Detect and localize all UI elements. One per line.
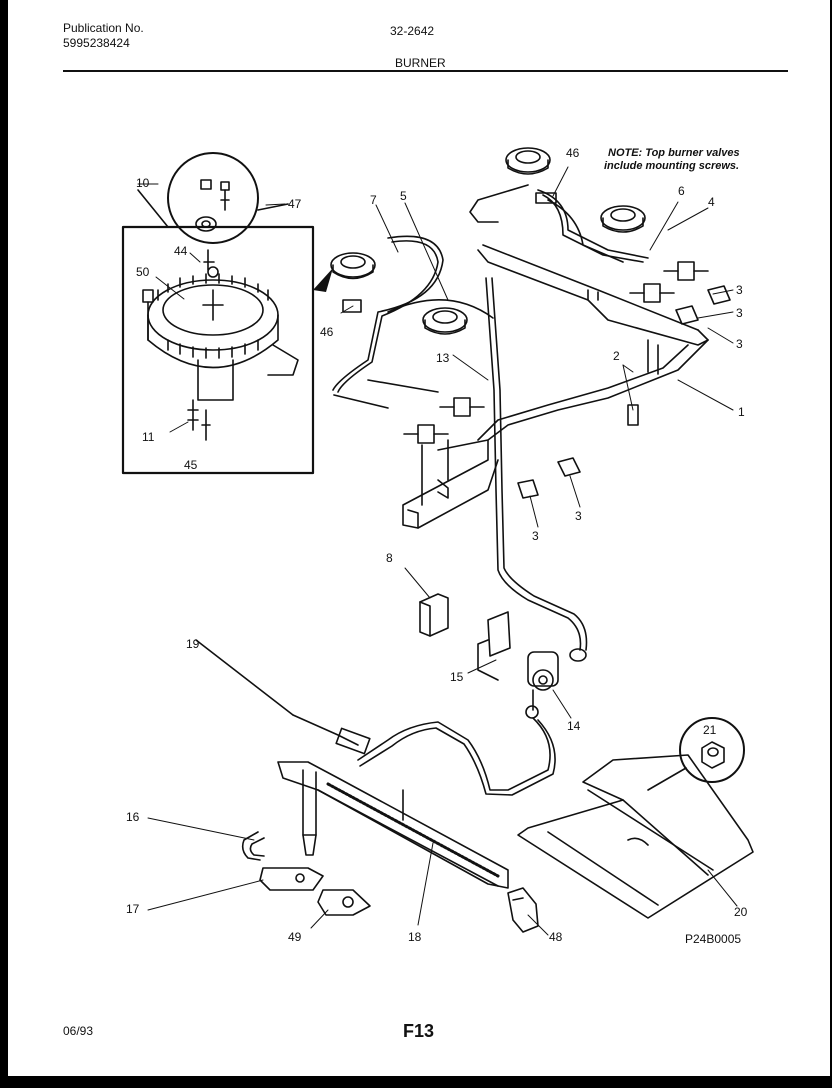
publication-number: 5995238424 [63,36,130,50]
callout-49: 49 [288,930,302,944]
callout-19: 19 [186,637,200,651]
burner-valves [403,261,709,506]
callout-20: 20 [734,905,748,919]
footer-date: 06/93 [63,1024,94,1038]
callout-14: 14 [567,719,581,733]
callout-15: 15 [450,670,464,684]
pointer-arrow [313,268,333,292]
diagram-code: P24B0005 [685,932,742,946]
publication-label: Publication No. [63,21,144,35]
top-burners [330,147,646,335]
spark-module [419,593,449,637]
callout-8: 8 [386,551,393,565]
note-line-1: NOTE: Top burner valves [608,147,740,159]
manifold [402,244,709,529]
note-line-2: include mounting screws. [604,160,740,172]
callout-50: 50 [136,265,150,279]
callout-46a: 46 [320,325,334,339]
section-title: BURNER [395,56,446,70]
callout-3e: 3 [575,509,582,523]
callout-10: 10 [136,176,150,190]
burner-exploded-view [121,147,754,936]
oven-tube [195,639,556,796]
model-number: 32-2642 [390,24,435,38]
callout-4: 4 [708,195,715,209]
leader-lines [137,166,738,936]
burner-detail-inset [121,152,315,475]
callout-21: 21 [703,723,717,737]
parts-diagram-page: Publication No. 5995238424 32-2642 BURNE… [8,0,830,1076]
callout-6: 6 [678,184,685,198]
callout-2: 2 [613,349,620,363]
callout-5: 5 [400,189,407,203]
flame-spreader [517,754,754,919]
callout-3a: 3 [736,283,743,297]
callout-48: 48 [549,930,563,944]
callout-3b: 3 [736,306,743,320]
pressure-regulator [477,611,587,719]
callout-11: 11 [142,430,155,444]
callout-44: 44 [174,244,188,258]
callout-16: 16 [126,810,140,824]
callout-18: 18 [408,930,422,944]
callout-3d: 3 [532,529,539,543]
callout-1: 1 [738,405,745,419]
callout-45: 45 [184,458,198,472]
valve-clips [517,285,731,499]
nut-detail [647,717,745,791]
oven-burner [277,761,509,889]
oven-burner-hardware [241,831,539,933]
callout-3c: 3 [736,337,743,351]
burner-tubes [332,184,649,409]
callout-46b: 46 [566,146,580,160]
callout-7: 7 [370,193,377,207]
footer-page: F13 [403,1021,435,1041]
header-rule [63,70,788,72]
callout-17: 17 [126,902,140,916]
gas-supply-line [485,277,588,651]
callout-13: 13 [436,351,450,365]
callout-47: 47 [288,197,302,211]
